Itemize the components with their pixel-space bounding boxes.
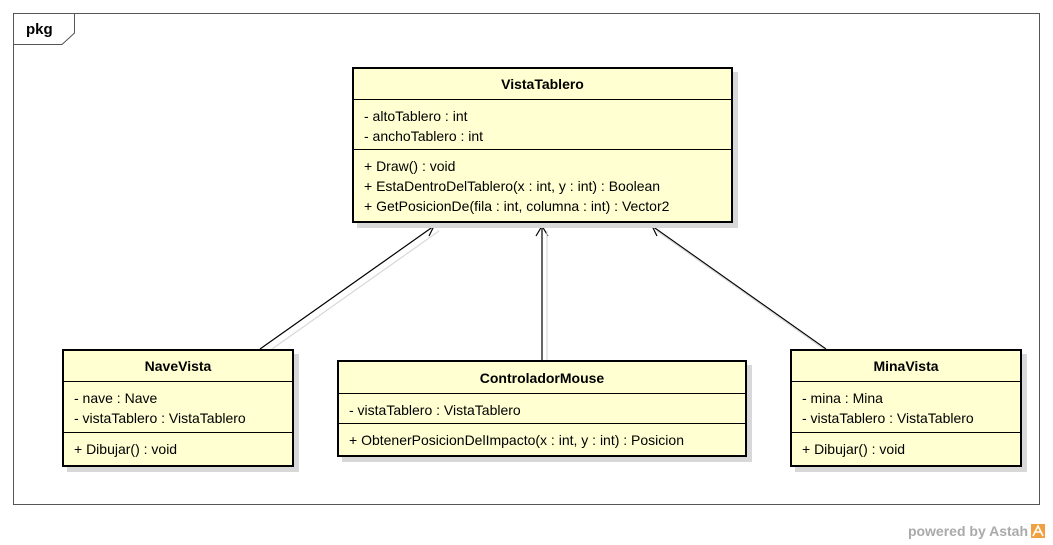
attribute: - nave : Nave <box>74 390 158 406</box>
attribute: - altoTablero : int <box>364 108 468 124</box>
arrow-nave-to-tablero[interactable] <box>259 225 435 350</box>
class-name: MinaVista <box>792 351 1020 382</box>
astah-logo-icon <box>1031 524 1045 538</box>
operation: + ObtenerPosicionDelImpacto(x : int, y :… <box>349 432 684 448</box>
attribute: - vistaTablero : VistaTablero <box>74 410 246 426</box>
footer-text: powered by Astah <box>907 523 1028 539</box>
arrowhead-mina <box>650 225 664 237</box>
attributes-section: - mina : Mina - vistaTablero : VistaTabl… <box>792 382 1020 433</box>
operation: + EstaDentroDelTablero(x : int, y : int)… <box>364 178 661 194</box>
arrowhead-nave <box>422 225 436 237</box>
operation: + GetPosicionDe(fila : int, columna : in… <box>364 198 670 214</box>
class-vista-tablero[interactable]: VistaTablero - altoTablero : int - ancho… <box>352 67 733 223</box>
arrow-mina-to-tablero[interactable] <box>651 225 827 350</box>
operations-section: + Dibujar() : void <box>792 433 1020 463</box>
operation: + Dibujar() : void <box>802 441 906 457</box>
operation: + Draw() : void <box>364 158 456 174</box>
class-nave-vista[interactable]: NaveVista - nave : Nave - vistaTablero :… <box>62 349 294 467</box>
footer-branding: powered by Astah <box>908 523 1045 539</box>
attribute: - anchoTablero : int <box>364 128 484 144</box>
package-tab <box>13 13 75 45</box>
class-name: VistaTablero <box>354 69 731 100</box>
operations-section: + ObtenerPosicionDelImpacto(x : int, y :… <box>339 424 745 454</box>
operation: + Dibujar() : void <box>74 441 178 457</box>
operations-section: + Dibujar() : void <box>64 433 292 463</box>
attributes-section: - altoTablero : int - anchoTablero : int <box>354 100 731 150</box>
arrowhead-controlador <box>535 224 549 237</box>
class-name: NaveVista <box>64 351 292 382</box>
package-label: pkg <box>26 21 53 38</box>
attribute: - mina : Mina <box>802 390 883 406</box>
attribute: - vistaTablero : VistaTablero <box>802 410 974 426</box>
operations-section: + Draw() : void + EstaDentroDelTablero(x… <box>354 150 731 220</box>
attributes-section: - vistaTablero : VistaTablero <box>339 394 745 424</box>
class-mina-vista[interactable]: MinaVista - mina : Mina - vistaTablero :… <box>790 349 1022 467</box>
attribute: - vistaTablero : VistaTablero <box>349 402 521 418</box>
attributes-section: - nave : Nave - vistaTablero : VistaTabl… <box>64 382 292 433</box>
class-name: ControladorMouse <box>339 362 745 394</box>
class-controlador-mouse[interactable]: ControladorMouse - vistaTablero : VistaT… <box>337 360 747 457</box>
